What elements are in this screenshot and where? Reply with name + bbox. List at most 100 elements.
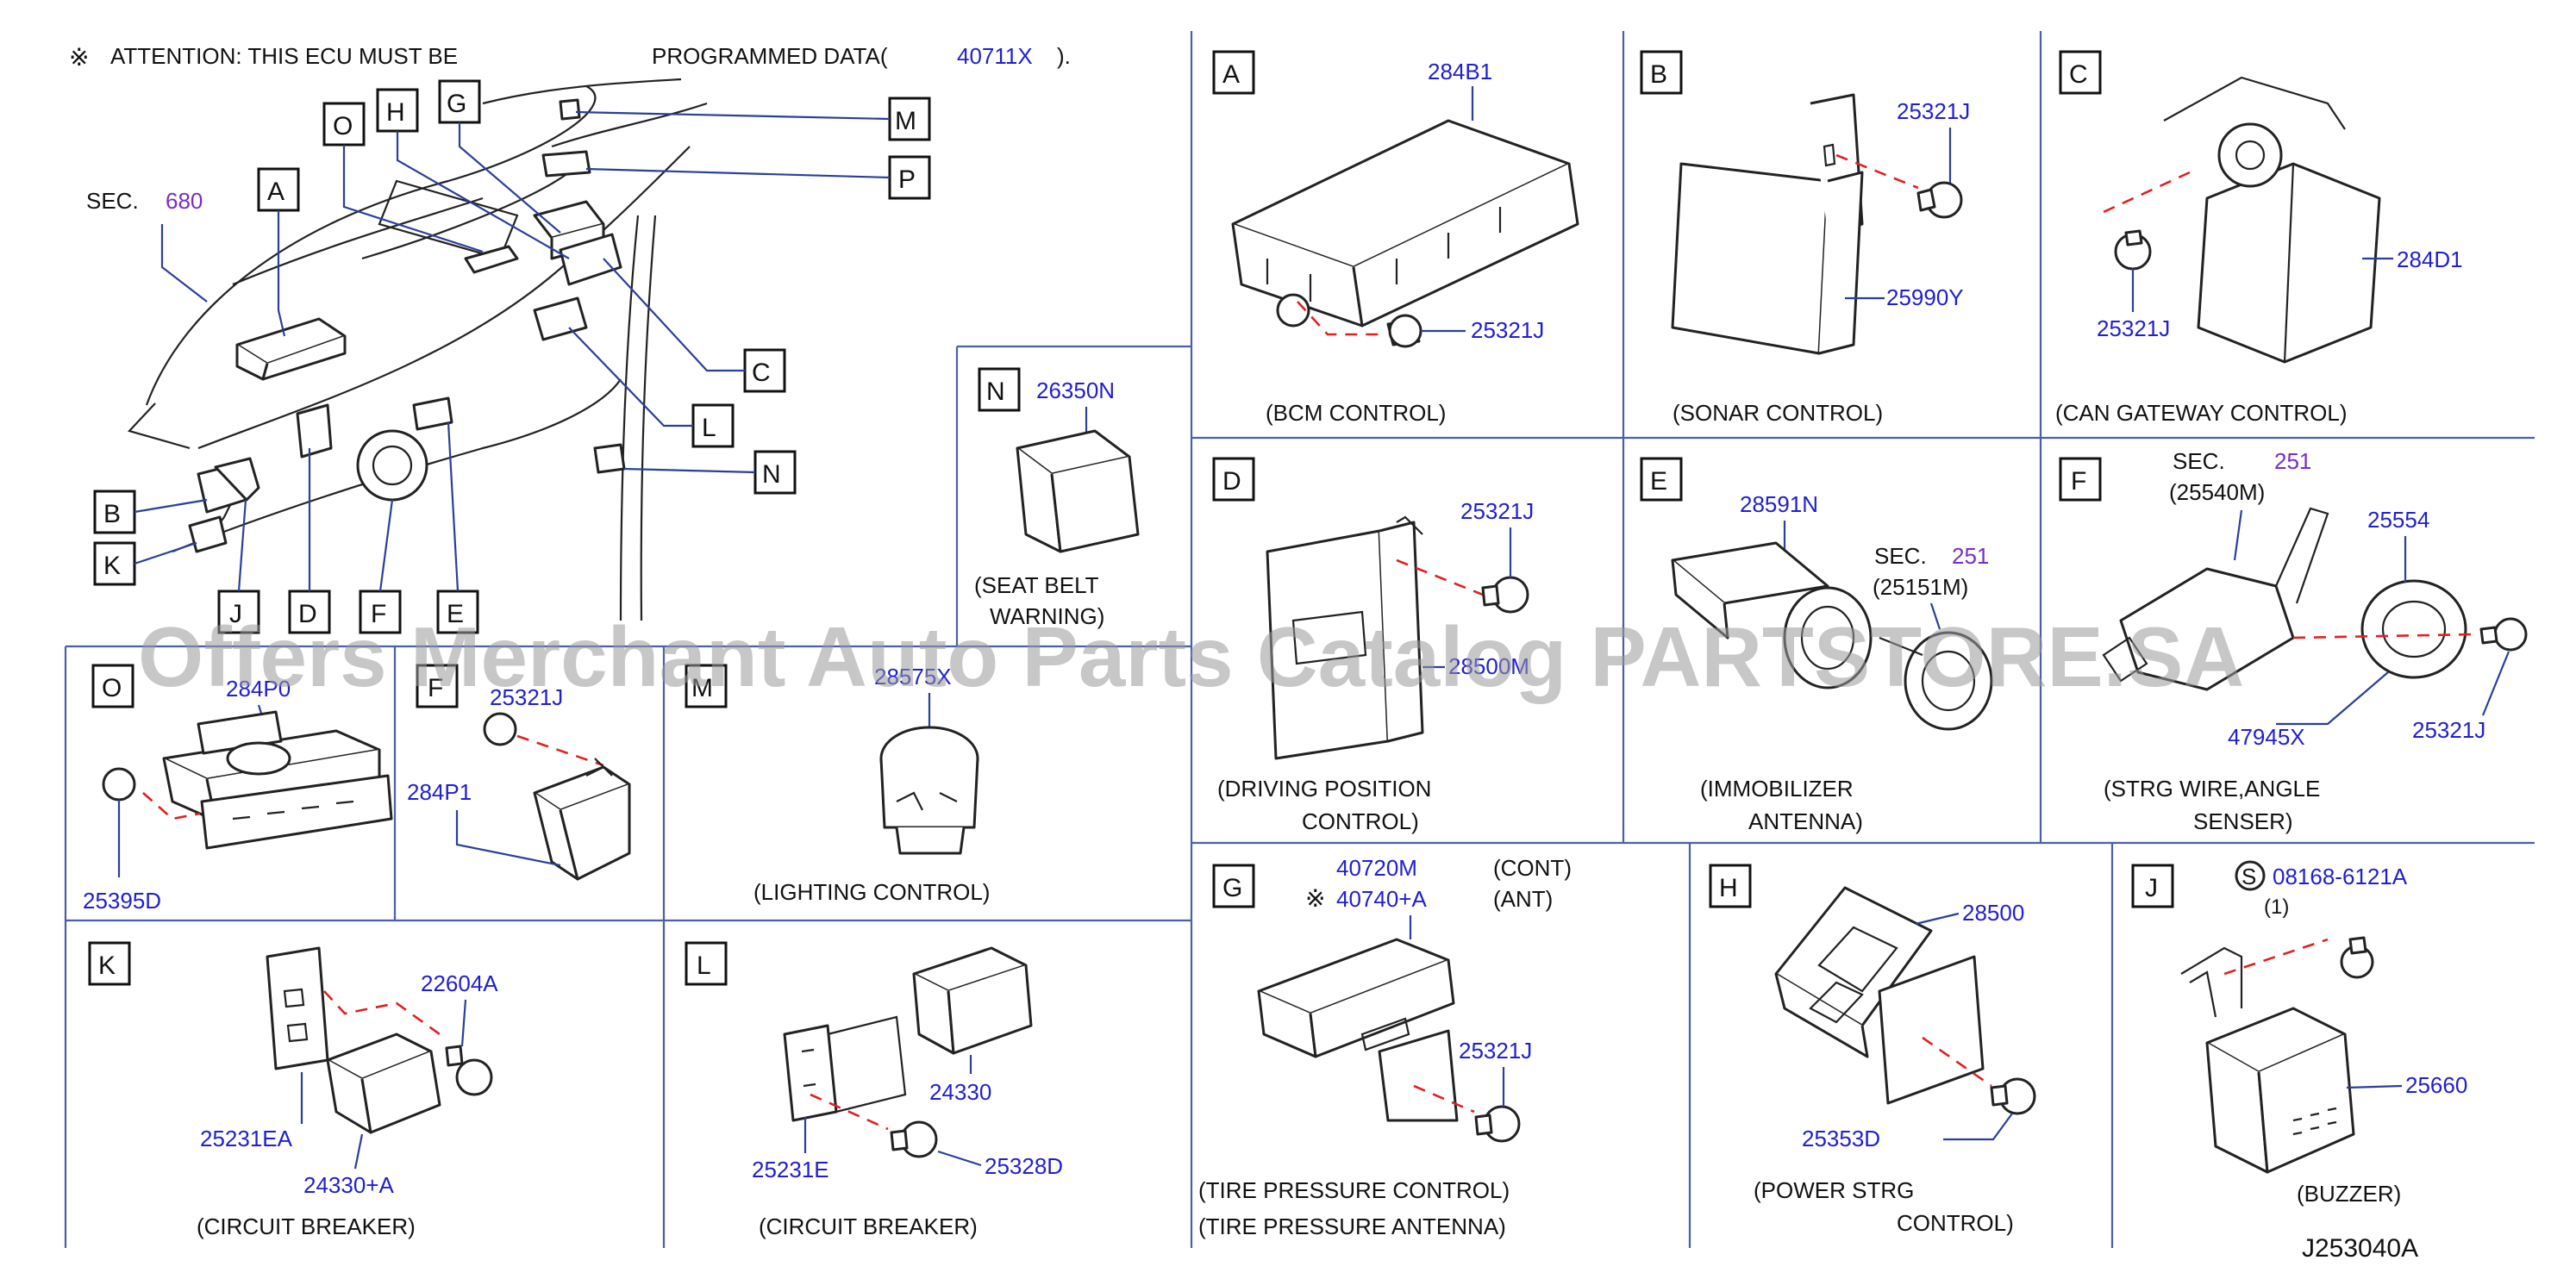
part-25321j-f[interactable]: 25321J [490, 684, 563, 710]
panel-o-letter: O [102, 674, 122, 702]
part-25660[interactable]: 25660 [2405, 1072, 2467, 1098]
part-25231e[interactable]: 25231E [752, 1157, 829, 1182]
diagram-code: J253040A [2302, 1234, 2418, 1263]
callout-e[interactable] [436, 590, 479, 634]
part-25321j-c[interactable]: 25321J [2097, 315, 2170, 341]
attention-close: ). [1057, 43, 1071, 69]
part-47945x[interactable]: 47945X [2228, 724, 2305, 750]
panel-o: O 284P0 25395D [83, 664, 393, 914]
callout-n[interactable] [753, 450, 797, 495]
part-25321j-a[interactable]: 25321J [1471, 317, 1544, 343]
callout-a[interactable] [257, 167, 300, 212]
panel-f2-sec-prefix: SEC. [2173, 448, 2225, 474]
callout-a-label: A [267, 178, 284, 206]
panel-k-letter: K [98, 951, 116, 980]
panel-n-caption-1: (SEAT BELT [974, 572, 1099, 598]
panel-h-caption-1: (POWER STRG [1754, 1177, 1914, 1203]
panel-g-ant: (ANT) [1493, 886, 1553, 912]
part-22604a[interactable]: 22604A [421, 970, 498, 996]
callout-h[interactable] [376, 88, 419, 133]
panel-n: N 26350N (SEAT BELT WARNING) [974, 367, 1140, 629]
panel-e-sec-part: (25151M) [1873, 574, 1968, 600]
panel-f-letter: F [428, 674, 443, 702]
part-24330[interactable]: 24330 [929, 1079, 991, 1105]
panel-h-letter: H [1719, 874, 1738, 902]
panel-j-caption: (BUZZER) [2297, 1181, 2401, 1207]
panel-g-letter-box [1212, 864, 1255, 908]
callout-l[interactable] [691, 403, 735, 448]
callout-j[interactable] [217, 590, 260, 634]
panel-b: B 25321J 25990Y (SONAR CONTROL) [1640, 50, 1970, 426]
panel-e-letter-box [1640, 457, 1683, 502]
part-25321j-d[interactable]: 25321J [1460, 498, 1534, 524]
part-28591n[interactable]: 28591N [1740, 491, 1818, 517]
callout-m[interactable] [888, 97, 931, 141]
panel-e-sec-prefix: SEC. [1874, 543, 1927, 569]
part-284b1[interactable]: 284B1 [1428, 59, 1492, 84]
panel-a: A 284B1 25321J (BCM CONTROL) [1212, 50, 1579, 426]
panel-c-caption: (CAN GATEWAY CONTROL) [2055, 400, 2348, 426]
callout-d[interactable] [288, 590, 331, 634]
panel-f-small: F 25321J 284P1 [407, 664, 631, 881]
panel-m-letter: M [691, 674, 713, 702]
panel-f2-sec-251[interactable]: 251 [2274, 448, 2311, 474]
panel-d-letter-box [1212, 457, 1255, 502]
panel-j-letter: J [2145, 874, 2158, 902]
panel-l-caption: (CIRCUIT BREAKER) [759, 1213, 978, 1239]
callout-d-label: D [298, 600, 317, 628]
callout-o-label: O [333, 112, 353, 140]
panel-l-letter-box [685, 941, 728, 986]
part-28575x[interactable]: 28575X [874, 664, 952, 689]
panel-b-letter-box [1640, 50, 1683, 95]
panel-g-cont: (CONT) [1493, 855, 1572, 881]
overview-callouts: SEC. 680 A O H G M P C L [86, 79, 931, 634]
part-284p0[interactable]: 284P0 [226, 676, 291, 702]
part-25321j-b[interactable]: 25321J [1897, 98, 1970, 124]
panel-g-caption-1: (TIRE PRESSURE CONTROL) [1198, 1177, 1510, 1203]
panel-f2-caption-2: SENSER) [2193, 808, 2293, 834]
panel-b-caption: (SONAR CONTROL) [1673, 400, 1883, 426]
callout-n-label: N [762, 460, 781, 489]
callout-m-label: M [895, 107, 916, 135]
part-25328d[interactable]: 25328D [985, 1153, 1063, 1179]
attention-note: ※ ATTENTION: THIS ECU MUST BE PROGRAMMED… [69, 43, 1071, 71]
part-284d1[interactable]: 284D1 [2397, 246, 2463, 272]
sec-680-link[interactable]: 680 [166, 188, 203, 214]
callout-p[interactable] [888, 155, 931, 200]
panel-e-letter: E [1650, 467, 1667, 496]
panel-m-letter-box [685, 664, 728, 708]
callout-f[interactable] [359, 590, 402, 634]
panel-g-mark: ※ [1305, 885, 1325, 912]
panel-e-caption-1: (IMMOBILIZER [1700, 776, 1854, 802]
part-28500[interactable]: 28500 [1962, 900, 2024, 926]
callout-f-label: F [371, 600, 386, 628]
part-25395d[interactable]: 25395D [83, 888, 161, 914]
part-26350n[interactable]: 26350N [1036, 377, 1115, 403]
panel-k-letter-box [88, 941, 131, 986]
callout-b[interactable] [93, 490, 136, 534]
part-25231ea[interactable]: 25231EA [200, 1126, 293, 1151]
panel-e-sec-251[interactable]: 251 [1952, 543, 1989, 569]
part-25321j-g[interactable]: 25321J [1459, 1038, 1532, 1064]
attention-text: ATTENTION: THIS ECU MUST BE [110, 43, 458, 69]
part-40720m[interactable]: 40720M [1336, 855, 1417, 881]
attention-number[interactable]: 40711X [957, 43, 1033, 69]
part-24330a[interactable]: 24330+A [303, 1172, 394, 1198]
panel-f2-sec-part: (25540M) [2169, 479, 2265, 505]
panel-c: C 284D1 25321J (CAN GATEWAY CONTROL) [2055, 50, 2463, 426]
part-25990y[interactable]: 25990Y [1886, 284, 1964, 310]
panel-f-strg: F SEC. 251 (25540M) 25554 47945X 25321J … [2059, 448, 2528, 834]
callout-k[interactable] [93, 541, 136, 586]
part-25554[interactable]: 25554 [2367, 507, 2429, 533]
panel-l: L 24330 25231E 25328D (CIRCUIT BREAKER) [685, 941, 1063, 1239]
part-28500m[interactable]: 28500M [1448, 653, 1529, 679]
part-40740a[interactable]: 40740+A [1336, 886, 1427, 912]
part-08168-6121a[interactable]: 08168-6121A [2273, 864, 2408, 889]
panel-n-letter: N [986, 377, 1005, 406]
panel-k-caption: (CIRCUIT BREAKER) [197, 1213, 416, 1239]
callout-o[interactable] [322, 102, 366, 147]
part-284p1[interactable]: 284P1 [407, 779, 472, 805]
panel-g-caption-2: (TIRE PRESSURE ANTENNA) [1198, 1213, 1506, 1239]
part-25353d[interactable]: 25353D [1802, 1126, 1880, 1151]
part-25321j-f2[interactable]: 25321J [2412, 717, 2485, 743]
